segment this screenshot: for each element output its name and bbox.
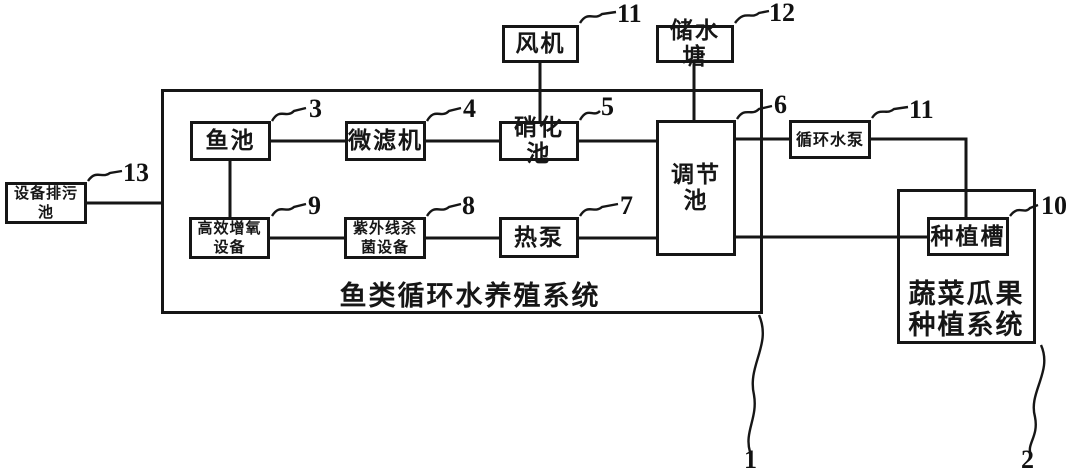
ref-2-planting-system: 2 xyxy=(1021,445,1034,474)
sewage-pond-box: 设备排污 池 xyxy=(5,182,87,224)
planting-trough-label: 种植槽 xyxy=(930,223,1006,250)
leader-ref-12 xyxy=(734,9,770,24)
oxygenation-device-box: 高效增氧 设备 xyxy=(189,217,270,259)
fan-label: 风机 xyxy=(515,31,566,57)
ref-9-oxygenation-device: 9 xyxy=(308,191,321,220)
heat-pump-label: 热泵 xyxy=(514,224,564,251)
uv-sterilizer-label-line2: 菌设备 xyxy=(360,238,409,256)
nitrification-pond-box: 硝化池 xyxy=(499,115,579,167)
fan-box: 风机 xyxy=(502,25,579,63)
microfilter-box: 微滤机 xyxy=(345,121,426,161)
circulating-pump-box: 循环水泵 xyxy=(789,120,871,159)
ref-12-storage-pond: 12 xyxy=(769,0,795,27)
leader-ref-5 xyxy=(578,110,601,121)
leader-ref-1 xyxy=(747,314,764,453)
ref-13-sewage-pond: 13 xyxy=(123,158,149,187)
leader-ref-9 xyxy=(270,202,307,217)
oxygenation-device-label-line2: 设备 xyxy=(213,238,246,256)
regulation-pond-box: 调节池 xyxy=(656,120,736,256)
leader-ref-4 xyxy=(425,106,462,122)
ref-7-heat-pump: 7 xyxy=(620,191,633,220)
uv-sterilizer-label-line1: 紫外线杀 xyxy=(352,219,417,237)
leader-ref-11-fan xyxy=(578,10,617,24)
leader-ref-6 xyxy=(735,104,773,120)
leader-ref-2 xyxy=(1028,344,1046,456)
leader-ref-11-pump xyxy=(871,105,909,119)
ref-4-microfilter: 4 xyxy=(463,94,476,123)
microfilter-label: 微滤机 xyxy=(348,128,423,154)
planting-trough-box: 种植槽 xyxy=(927,217,1009,256)
planting-system-label-line1: 蔬菜瓜果 xyxy=(908,279,1025,310)
ref-11-circulating-pump: 11 xyxy=(909,95,934,124)
uv-sterilizer-box: 紫外线杀 菌设备 xyxy=(344,217,426,259)
planting-system-frame xyxy=(897,189,1036,344)
aquaculture-system-frame xyxy=(161,89,763,314)
sewage-pond-label-line1: 设备排污 xyxy=(13,184,78,202)
leader-ref-10 xyxy=(1009,203,1039,217)
ref-11-fan: 11 xyxy=(617,0,642,28)
leader-ref-3 xyxy=(270,106,307,122)
ref-6-regulation-pond: 6 xyxy=(774,90,787,119)
ref-1-aquaculture-system: 1 xyxy=(744,445,757,474)
ref-5-nitrification-pond: 5 xyxy=(601,92,614,121)
nitrification-pond-label: 硝化池 xyxy=(514,115,564,167)
fish-pond-box: 鱼池 xyxy=(190,121,271,161)
planting-system-label-line2: 种植系统 xyxy=(908,310,1025,341)
ref-10-planting-trough: 10 xyxy=(1041,191,1067,220)
leader-ref-8 xyxy=(425,202,462,217)
leader-ref-7 xyxy=(578,202,619,217)
ref-3-fish-pond: 3 xyxy=(309,94,322,123)
sewage-pond-label-line2: 池 xyxy=(37,203,54,221)
oxygenation-device-label-line1: 高效增氧 xyxy=(197,219,262,237)
heat-pump-box: 热泵 xyxy=(499,217,579,258)
planting-system-label: 蔬菜瓜果 种植系统 xyxy=(897,279,1036,341)
leader-ref-13 xyxy=(87,169,123,182)
storage-pond-label: 储水塘 xyxy=(670,18,720,70)
ref-8-uv-sterilizer: 8 xyxy=(462,191,475,220)
circulating-pump-label: 循环水泵 xyxy=(795,129,864,149)
aquaculture-system-label: 鱼类循环水养殖系统 xyxy=(339,281,601,312)
fish-pond-label: 鱼池 xyxy=(205,128,256,154)
storage-pond-box: 储水塘 xyxy=(656,18,734,70)
regulation-pond-label: 调节池 xyxy=(671,162,721,214)
